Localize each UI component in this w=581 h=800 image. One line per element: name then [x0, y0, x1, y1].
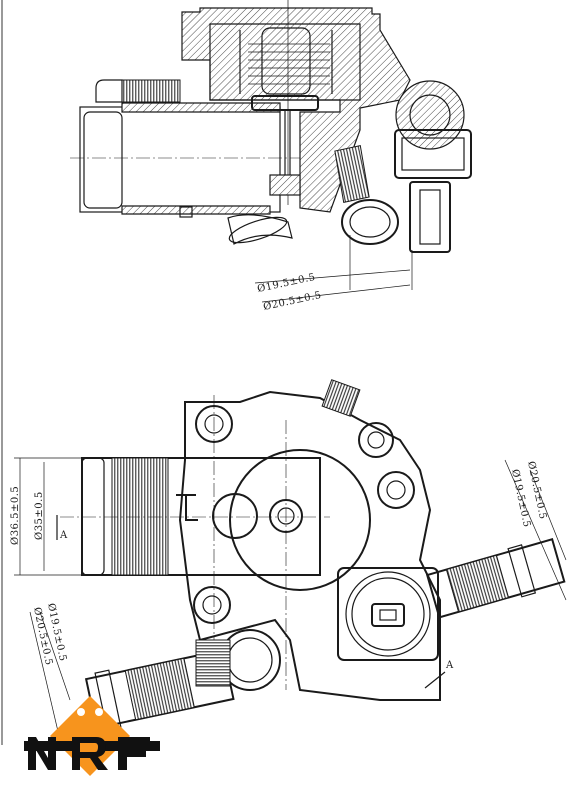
dim-left-outer: Ø36.5±0.5 — [10, 486, 21, 545]
thermostat-spring — [239, 27, 333, 95]
dim-left-inner: Ø35±0.5 — [34, 491, 45, 540]
dim-outer-top: Ø20.5±0.5 — [262, 290, 322, 313]
section-marker-a: A — [445, 660, 454, 671]
nrf-logo — [24, 696, 160, 776]
logo-diamond — [50, 696, 130, 776]
sensor-port-circle — [395, 80, 465, 150]
sensor-plug — [337, 567, 439, 661]
bottom-plan-view: A A Ø36.5±0.5 Ø35±0.5 Ø20.5±0.5 Ø19.5±0.… — [10, 379, 567, 741]
right-outlet-ribs — [334, 145, 370, 203]
top-section-view: Ø19.5±0.5 Ø20.5±0.5 — [70, 0, 472, 313]
section-marker-a2: A — [59, 530, 68, 541]
sensor-connector — [409, 181, 451, 253]
top-hose-ribs — [121, 79, 181, 103]
inlet-tube — [79, 106, 281, 213]
right-outlet-hose — [425, 537, 566, 619]
dim-inner-top: Ø19.5±0.5 — [256, 272, 316, 295]
